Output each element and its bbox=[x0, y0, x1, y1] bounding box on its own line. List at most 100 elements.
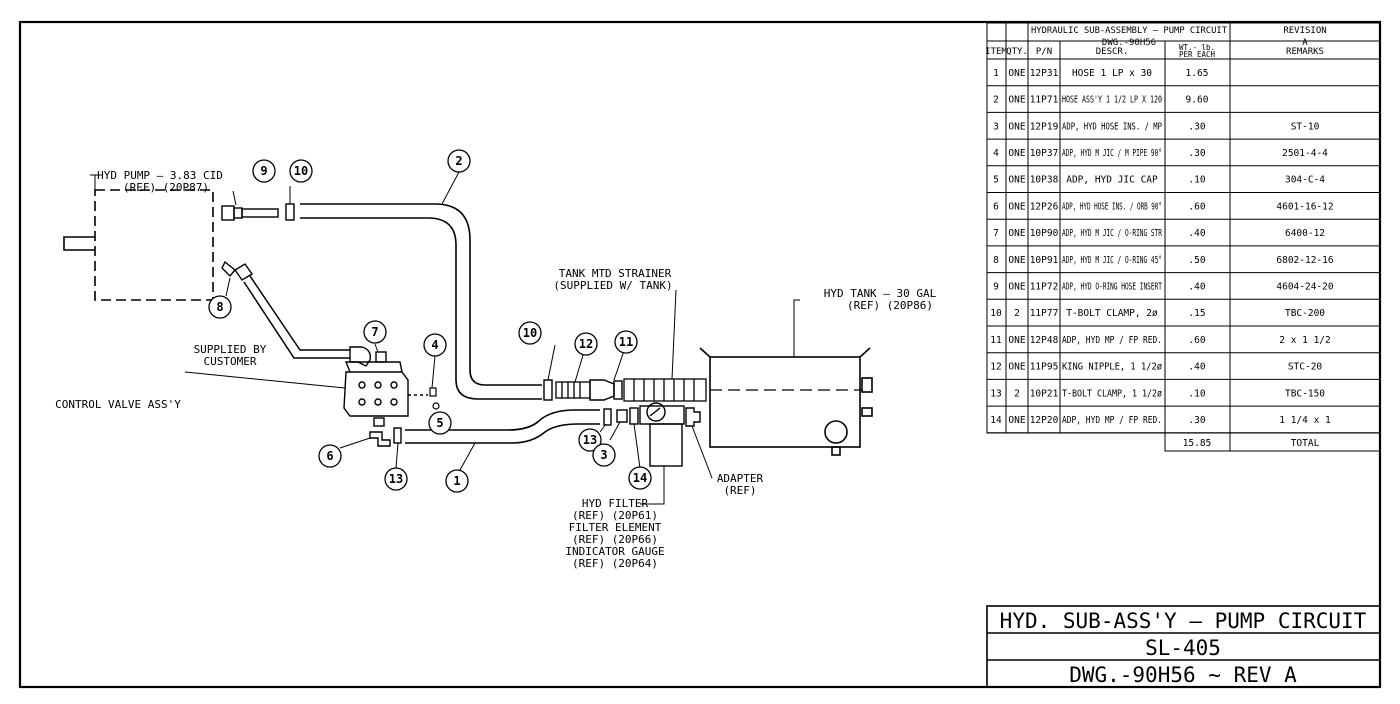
cell-pn: 12P20 bbox=[1030, 415, 1059, 426]
customer-hose-upper bbox=[249, 275, 350, 351]
cell-remarks: 4604-24-20 bbox=[1276, 281, 1333, 292]
callout-num: 14 bbox=[633, 471, 647, 485]
cell-descr: ADP, HYD MP / FP RED. bbox=[1062, 335, 1162, 346]
control-valve-label: CONTROL VALVE ASS'Y bbox=[55, 398, 181, 411]
callout-9 bbox=[252, 159, 276, 183]
cell-pn: 12P26 bbox=[1030, 201, 1059, 212]
callout-numbers: 9 10 2 8 7 4 5 6 13 1 10 12 11 13 3 14 bbox=[216, 154, 647, 488]
strainer-adapter bbox=[613, 380, 623, 400]
gauge-ref: (REF) (20P64) bbox=[572, 557, 658, 570]
callout-7 bbox=[363, 320, 387, 344]
reducer-item-11 bbox=[589, 379, 615, 401]
customer-hose-elbow bbox=[349, 346, 372, 367]
gauge-label: INDICATOR GAUGE bbox=[565, 545, 664, 558]
callout-2 bbox=[447, 149, 471, 173]
header-wt: WT.- lb. bbox=[1179, 43, 1215, 52]
cell-descr: T-BOLT CLAMP, 2ø bbox=[1066, 308, 1158, 319]
hose-item-1-upper bbox=[405, 409, 600, 431]
adapter-ref-label: (REF) bbox=[723, 484, 756, 497]
cell-wt: .40 bbox=[1188, 281, 1205, 292]
cell-descr: HOSE ASS'Y 1 1/2 LP X 120 bbox=[1062, 95, 1162, 106]
title-line-3: DWG.-90H56 ~ REV A bbox=[1069, 663, 1297, 687]
pump-label: HYD PUMP – 3.83 CID bbox=[97, 169, 223, 182]
cell-descr: HOSE 1 LP x 30 bbox=[1072, 68, 1152, 79]
cell-remarks: STC-20 bbox=[1288, 362, 1323, 373]
callout-11 bbox=[614, 330, 638, 354]
cell-qty: ONE bbox=[1008, 335, 1025, 346]
callout-num: 1 bbox=[453, 474, 460, 488]
hydraulic-filter bbox=[639, 402, 685, 467]
filter-element-ref: (REF) (20P66) bbox=[572, 533, 658, 546]
adapter-label: ADAPTER bbox=[717, 472, 764, 485]
callout-num: 7 bbox=[371, 325, 378, 339]
cell-wt: .10 bbox=[1188, 175, 1205, 186]
cell-item: 13 bbox=[990, 388, 1001, 399]
cell-qty: 2 bbox=[1014, 388, 1020, 399]
cell-qty: ONE bbox=[1008, 228, 1025, 239]
clamp-item-13-right bbox=[603, 408, 612, 426]
cell-pn: 10P38 bbox=[1030, 175, 1059, 186]
callout-10-right bbox=[518, 321, 542, 345]
cell-remarks: 1 1/4 x 1 bbox=[1279, 415, 1331, 426]
callout-num: 3 bbox=[600, 448, 607, 462]
callout-1 bbox=[445, 469, 469, 493]
revision-value: A bbox=[1302, 38, 1308, 48]
total-label: TOTAL bbox=[1291, 438, 1320, 449]
cell-item: 10 bbox=[990, 308, 1002, 319]
adapter-item-14 bbox=[629, 407, 639, 425]
cell-qty: ONE bbox=[1008, 175, 1025, 186]
cell-item: 4 bbox=[993, 148, 999, 159]
callout-num: 13 bbox=[583, 433, 597, 447]
title-line-2: SL-405 bbox=[1145, 636, 1221, 660]
title-line-1: HYD. SUB-ASS'Y – PUMP CIRCUIT bbox=[1000, 609, 1367, 633]
fitting-item-6 bbox=[369, 431, 391, 447]
leader-lines bbox=[90, 171, 800, 505]
header-remarks: REMARKS bbox=[1286, 47, 1324, 57]
cell-pn: 11P95 bbox=[1030, 362, 1059, 373]
adapter-item-3 bbox=[616, 409, 628, 423]
cell-descr: ADP, HYD O-RING HOSE INSERT bbox=[1062, 281, 1162, 292]
hydraulic-tank bbox=[699, 347, 873, 456]
cell-wt: 1.65 bbox=[1186, 68, 1209, 79]
hose-item-2-outer bbox=[300, 203, 542, 386]
cell-item: 1 bbox=[993, 68, 999, 79]
cell-remarks: TBC-150 bbox=[1285, 388, 1325, 399]
supplied-label-2: CUSTOMER bbox=[204, 355, 257, 368]
pump-ref: (REF) (20P87) bbox=[123, 181, 209, 194]
revision-label: REVISION bbox=[1283, 26, 1326, 36]
strainer-label: TANK MTD STRAINER bbox=[559, 267, 672, 280]
hydraulic-schematic bbox=[63, 174, 873, 467]
fitting-item-4 bbox=[429, 387, 437, 397]
fitting-item-8 bbox=[221, 260, 254, 281]
cell-pn: 12P19 bbox=[1030, 121, 1059, 132]
header-pn: P/N bbox=[1036, 47, 1052, 57]
header-item: ITEM bbox=[985, 47, 1007, 57]
header-descr: DESCR. bbox=[1096, 47, 1129, 57]
cell-item: 7 bbox=[993, 228, 999, 239]
tank-ref: (REF) (20P86) bbox=[847, 299, 933, 312]
cell-pn: 10P37 bbox=[1030, 148, 1059, 159]
cell-wt: .15 bbox=[1188, 308, 1205, 319]
cell-qty: ONE bbox=[1008, 415, 1025, 426]
cell-descr: ADP, HYD JIC CAP bbox=[1066, 175, 1158, 186]
cell-descr: ADP, HYD M JIC / O-RING STR bbox=[1062, 228, 1162, 239]
cell-qty: ONE bbox=[1008, 95, 1025, 106]
hose-item-1-lower bbox=[405, 423, 600, 444]
filter-label: HYD FILTER bbox=[582, 497, 649, 510]
cell-item: 3 bbox=[993, 121, 999, 132]
callout-14 bbox=[628, 466, 652, 490]
callout-5 bbox=[428, 411, 452, 435]
cell-wt: .30 bbox=[1188, 121, 1205, 132]
cell-remarks: TBC-200 bbox=[1285, 308, 1325, 319]
